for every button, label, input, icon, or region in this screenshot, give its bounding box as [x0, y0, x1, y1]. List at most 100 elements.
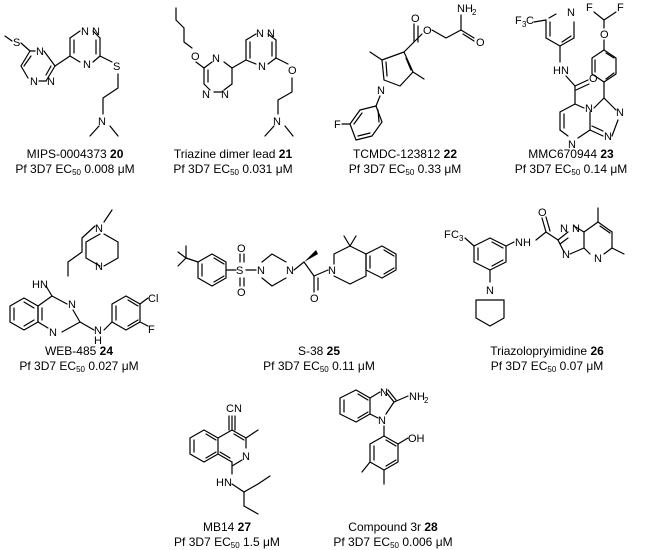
atom-n: N — [212, 53, 220, 65]
ec50-value: 0.11 μM — [332, 359, 375, 373]
atom-n: N — [81, 26, 89, 38]
assay-subscript: 50 — [319, 365, 329, 374]
atom-o: O — [288, 65, 297, 77]
atom-n: N — [36, 46, 44, 58]
compound-name: Triazolopryimidine — [490, 344, 588, 358]
atom-nh: NH — [515, 237, 531, 249]
atom-cf3-carbon: C — [526, 15, 534, 27]
ec50-value: 0.14 μM — [583, 162, 628, 176]
atom-nh2-subscript: 2 — [472, 8, 477, 17]
compound-number: 23 — [600, 147, 614, 161]
compound-number: 20 — [110, 147, 124, 161]
compound-name: TCMDC-123812 — [352, 147, 441, 161]
compound-number: 25 — [326, 344, 341, 358]
atom-n: N — [68, 299, 76, 311]
assay-label: Pf 3D7 EC — [15, 162, 73, 176]
atom-n: N — [257, 265, 265, 277]
compound-name: MIPS-0004373 — [26, 147, 107, 161]
atom-oh: OH — [408, 433, 425, 445]
caption-24: WEB-485 24 Pf 3D7 EC50 0.027 μM — [4, 344, 154, 374]
atom-n: N — [585, 103, 593, 115]
atom-cf3-subscript: 3 — [459, 234, 464, 243]
assay-subscript: 50 — [72, 168, 81, 177]
atom-n: N — [286, 265, 294, 277]
atom-f: F — [617, 2, 624, 14]
structure-24: N N HN N N N H Cl F — [9, 209, 158, 347]
structure-23: F 3 C N H N O N N N — [515, 2, 624, 151]
atom-o: O — [237, 287, 246, 299]
structure-28: N NH 2 N OH — [339, 387, 429, 485]
atom-n: N — [486, 285, 494, 297]
compound-number: 28 — [424, 520, 438, 534]
caption-26: Triazolopryimidine 26 Pf 3D7 EC50 0.07 μ… — [472, 344, 622, 374]
assay-subscript: 50 — [571, 168, 581, 177]
assay-subscript: 50 — [405, 168, 415, 177]
assay-label: Pf 3D7 EC — [348, 162, 406, 176]
atom-o: O — [600, 29, 609, 41]
assay-subscript: 50 — [547, 365, 557, 374]
caption-23: MMC670944 23 Pf 3D7 EC50 0.14 μM — [496, 147, 646, 177]
atom-n: N — [256, 28, 264, 40]
atom-cl: Cl — [148, 293, 158, 305]
atom-o: O — [423, 25, 432, 37]
caption-28: Compound 3r 28 Pf 3D7 EC50 0.006 μM — [318, 520, 468, 550]
ec50-value: 0.031 μM — [242, 162, 293, 176]
ec50-value: 1.5 μM — [243, 535, 280, 549]
atom-cf3-carbon: C — [451, 229, 459, 241]
atom-n: N — [377, 85, 385, 97]
assay-label: Pf 3D7 EC — [490, 359, 548, 373]
compound-number: 21 — [278, 147, 293, 161]
atom-hn: HN — [32, 279, 48, 291]
assay-subscript: 50 — [230, 541, 240, 550]
compound-number: 22 — [443, 147, 458, 161]
atom-n: N — [328, 265, 336, 277]
assay-label: Pf 3D7 EC — [263, 359, 320, 373]
atom-n: N — [380, 387, 388, 399]
structure-21: O N N N N N N O N — [175, 7, 297, 137]
atom-n: N — [273, 116, 281, 128]
structure-26: F C 3 NH O N N N N N — [444, 207, 625, 327]
atom-n: N — [267, 28, 275, 40]
compound-number: 24 — [99, 344, 114, 358]
atom-o: O — [538, 207, 547, 219]
assay-label: Pf 3D7 EC — [174, 535, 231, 549]
atom-h: H — [553, 65, 561, 77]
structure-22: NH 2 O O O N F — [334, 3, 485, 141]
atom-o: O — [237, 243, 246, 255]
atom-n: N — [95, 261, 103, 273]
compound-name: MMC670944 — [528, 147, 597, 161]
ec50-value: 0.006 μM — [402, 535, 453, 549]
atom-f: F — [148, 324, 155, 336]
ec50-value: 0.07 μM — [559, 359, 604, 373]
caption-21: Triazine dimer lead 21 Pf 3D7 EC50 0.031… — [158, 147, 308, 177]
atom-n: N — [568, 139, 576, 151]
ec50-value: 0.027 μM — [88, 359, 139, 373]
caption-20: MIPS-0004373 20 Pf 3D7 EC50 0.008 μM — [0, 147, 150, 177]
compound-name: MB14 — [202, 520, 235, 534]
atom-n: N — [47, 76, 55, 88]
compound-name: WEB-485 — [44, 344, 97, 358]
compound-number: 26 — [590, 344, 604, 358]
atom-o: O — [310, 293, 319, 305]
atom-f: F — [334, 119, 341, 131]
atom-o: O — [589, 73, 598, 85]
assay-subscript: 50 — [390, 541, 399, 550]
atom-n: N — [95, 223, 103, 235]
caption-25: S-38 25 Pf 3D7 EC50 0.11 μM — [244, 344, 394, 374]
compound-name: S-38 — [297, 344, 324, 358]
atom-o: O — [191, 51, 200, 63]
assay-subscript: 50 — [76, 365, 85, 374]
atom-n: N — [92, 26, 100, 38]
structure-20: S N N N N N N S N — [4, 26, 120, 137]
atom-hn: HN — [216, 477, 232, 489]
atom-n: N — [94, 325, 102, 337]
caption-27: MB14 27 Pf 3D7 EC50 1.5 μM — [152, 520, 302, 550]
atom-n: N — [49, 327, 57, 339]
compound-name: Triazine dimer lead — [173, 147, 276, 161]
atom-cf3: F — [444, 229, 451, 241]
atom-n: N — [572, 223, 580, 235]
ec50-value: 0.008 μM — [84, 162, 135, 176]
atom-nh2: NH — [457, 3, 473, 15]
structure-25: S O O N N O N — [177, 235, 397, 305]
caption-22: TCMDC-123812 22 Pf 3D7 EC50 0.33 μM — [330, 147, 480, 177]
